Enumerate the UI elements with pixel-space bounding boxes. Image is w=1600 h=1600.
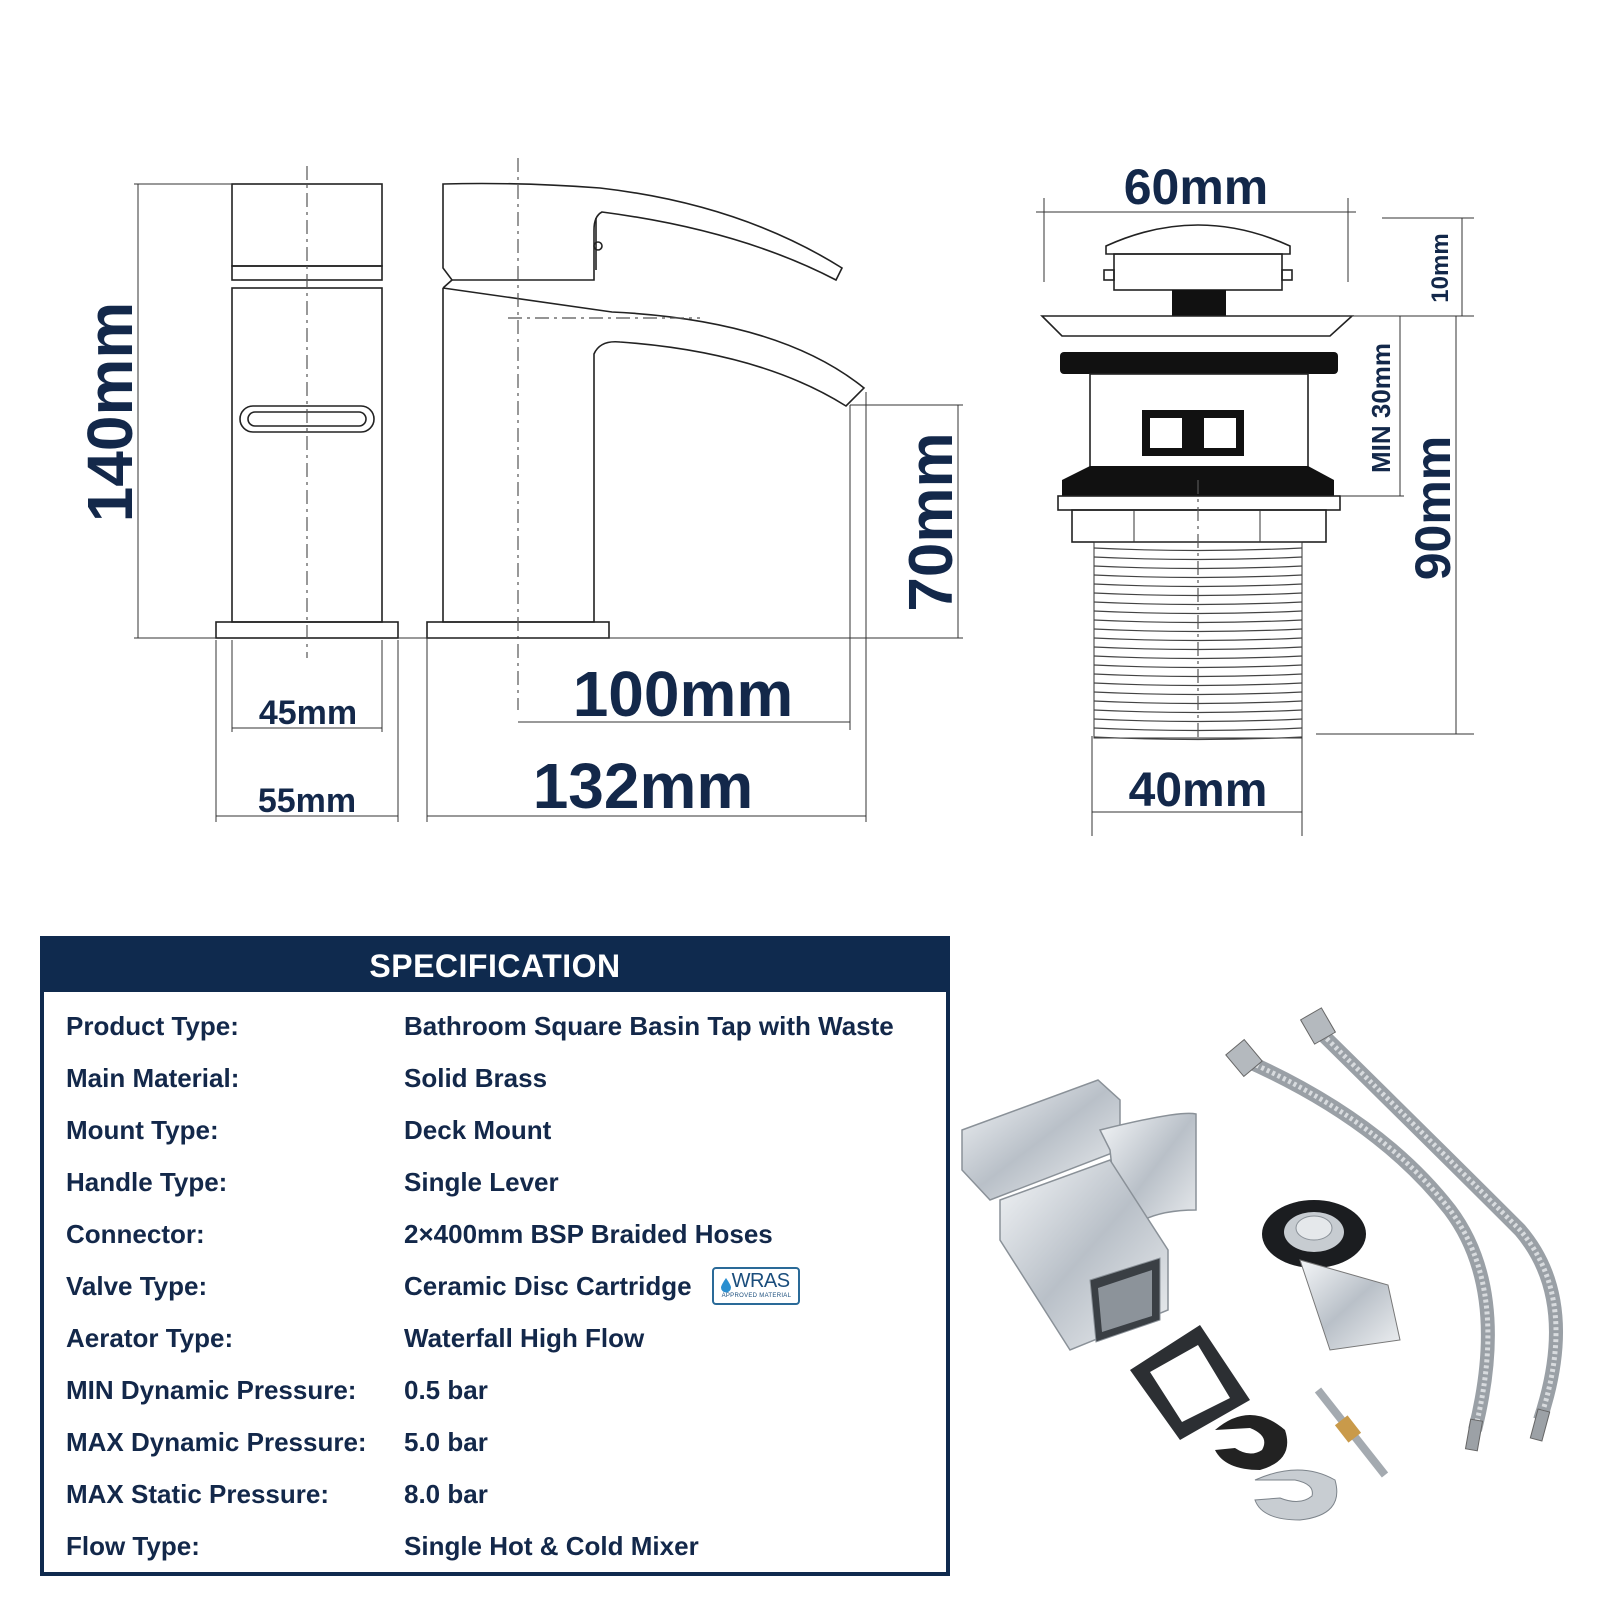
- thread-ridge: [1093, 610, 1303, 615]
- spec-label: Handle Type:: [66, 1166, 228, 1197]
- spec-row-max-static-pressure: MAX Static Pressure: 8.0 bar: [66, 1474, 926, 1514]
- spec-value-container: Ceramic Disc Cartridge WRAS APPROVED MAT…: [404, 1267, 800, 1305]
- spec-value: Single Lever: [404, 1166, 559, 1197]
- spec-row-min-dynamic-pressure: MIN Dynamic Pressure: 0.5 bar: [66, 1370, 926, 1410]
- spec-label: MIN Dynamic Pressure:: [66, 1374, 357, 1405]
- tap-product-photo: [961, 1079, 1197, 1351]
- thread-ridge: [1093, 556, 1303, 561]
- thread-ridge: [1093, 664, 1303, 669]
- thread-ridge: [1093, 655, 1303, 660]
- thread-ridge: [1093, 691, 1303, 696]
- spec-label: Mount Type:: [66, 1114, 219, 1145]
- tap-front-view: [215, 166, 399, 658]
- body-width-label: 45mm: [259, 694, 357, 732]
- waste-length-label: 90mm: [1405, 436, 1461, 581]
- wras-badge: WRAS APPROVED MATERIAL: [711, 1267, 800, 1305]
- rubber-horseshoe-washer: [1215, 1415, 1288, 1470]
- thread-ridge: [1093, 637, 1303, 642]
- wras-badge-name: WRAS: [731, 1270, 791, 1292]
- spec-value: Ceramic Disc Cartridge: [404, 1270, 692, 1301]
- metal-horseshoe-plate: [1254, 1469, 1338, 1521]
- braided-hoses: [1225, 1007, 1563, 1452]
- spec-label: Product Type:: [66, 1010, 239, 1041]
- tap-height-label: 140mm: [74, 302, 146, 523]
- spec-label: Connector:: [66, 1218, 205, 1249]
- thread-ridge: [1093, 547, 1303, 552]
- thread-ridge: [1093, 718, 1303, 723]
- waste-dimension-lines: [1036, 198, 1474, 836]
- spec-value: 8.0 bar: [404, 1478, 488, 1509]
- spec-value: Single Hot & Cold Mixer: [404, 1530, 699, 1561]
- wras-badge-subtitle: APPROVED MATERIAL: [721, 1293, 792, 1299]
- square-gasket: [1130, 1325, 1250, 1440]
- spec-row-aerator-type: Aerator Type: Waterfall High Flow: [66, 1318, 926, 1358]
- specification-table: SPECIFICATION Product Type: Bathroom Squ…: [40, 936, 950, 1576]
- spout-height-label: 70mm: [897, 432, 966, 611]
- spec-row-mount-type: Mount Type: Deck Mount: [66, 1110, 926, 1150]
- spec-row-valve-type: Valve Type: Ceramic Disc Cartridge WRAS …: [66, 1266, 926, 1306]
- spec-row-max-dynamic-pressure: MAX Dynamic Pressure: 5.0 bar: [66, 1422, 926, 1462]
- spec-value: 5.0 bar: [404, 1426, 488, 1457]
- product-kit-illustration: [961, 1007, 1563, 1521]
- popup-waste-photo: [1262, 1200, 1401, 1351]
- spec-label: Valve Type:: [66, 1270, 208, 1301]
- spec-value: 0.5 bar: [404, 1374, 488, 1405]
- spec-value: Bathroom Square Basin Tap with Waste: [404, 1010, 894, 1041]
- threaded-stud: [1314, 1387, 1389, 1478]
- thread-ridge: [1093, 682, 1303, 687]
- tap-side-view: [426, 158, 866, 710]
- spec-value: 2×400mm BSP Braided Hoses: [404, 1218, 773, 1249]
- spec-row-product-type: Product Type: Bathroom Square Basin Tap …: [66, 1006, 926, 1046]
- technical-drawing: 140mm 70mm 100mm 132mm 45mm 55mm: [74, 158, 1474, 836]
- spec-value: Solid Brass: [404, 1062, 548, 1093]
- basin-thickness-label: MIN 30mm: [1366, 343, 1396, 473]
- spec-label: MAX Static Pressure:: [66, 1478, 329, 1509]
- spout-reach-label: 100mm: [573, 658, 794, 730]
- spec-label: Main Material:: [66, 1062, 240, 1093]
- spec-row-handle-type: Handle Type: Single Lever: [66, 1162, 926, 1202]
- spec-row-main-material: Main Material: Solid Brass: [66, 1058, 926, 1098]
- spec-label: Flow Type:: [66, 1530, 200, 1561]
- waste-drawing: [1040, 224, 1355, 742]
- thread-ridge: [1093, 574, 1303, 579]
- tap-dimension-lines: [134, 183, 963, 822]
- overall-length-label: 132mm: [533, 750, 754, 822]
- thread-ridge: [1093, 583, 1303, 588]
- thread-ridge: [1093, 709, 1303, 714]
- thread-ridge: [1093, 628, 1303, 633]
- cap-height-label: 10mm: [1427, 233, 1454, 302]
- spec-row-flow-type: Flow Type: Single Hot & Cold Mixer: [66, 1526, 926, 1566]
- spec-label: MAX Dynamic Pressure:: [66, 1426, 367, 1457]
- base-width-label: 55mm: [258, 782, 356, 820]
- spec-row-connector: Connector: 2×400mm BSP Braided Hoses: [66, 1214, 926, 1254]
- spec-value: Waterfall High Flow: [404, 1322, 645, 1353]
- thread-lines: [1093, 547, 1303, 741]
- thread-ridge: [1093, 736, 1303, 741]
- water-drop-icon: [720, 1278, 731, 1293]
- spec-label: Aerator Type:: [66, 1322, 234, 1353]
- thread-ridge: [1093, 601, 1303, 606]
- spec-value: Deck Mount: [404, 1114, 552, 1145]
- thread-diameter-label: 40mm: [1129, 764, 1268, 817]
- specification-title: SPECIFICATION: [44, 940, 946, 992]
- cap-diameter-label: 60mm: [1124, 159, 1269, 215]
